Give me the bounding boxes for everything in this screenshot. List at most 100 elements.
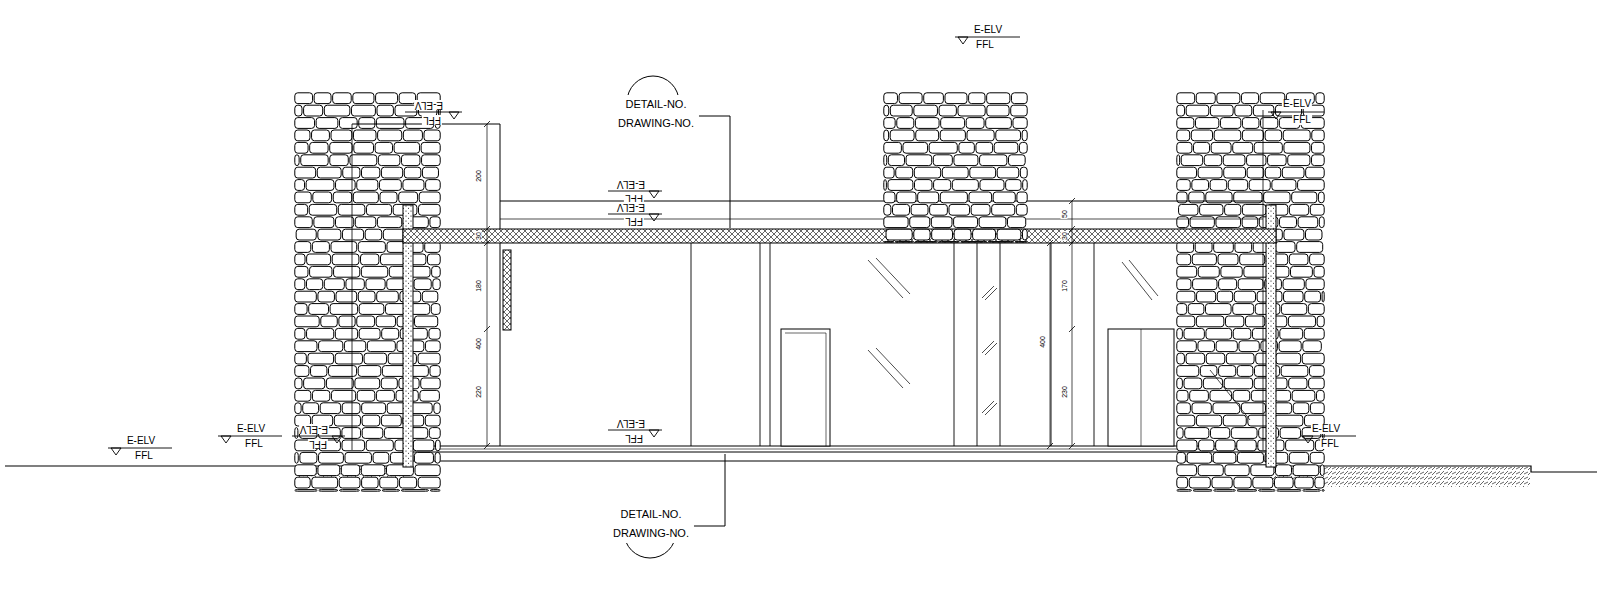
stone-block xyxy=(1198,465,1223,476)
dimension-value: 30 xyxy=(1061,231,1068,241)
stone-block xyxy=(403,130,422,141)
stone-block xyxy=(1177,465,1197,476)
stone-block xyxy=(295,180,305,191)
stone-block xyxy=(1177,316,1195,327)
stone-block xyxy=(427,254,440,265)
stone-block xyxy=(365,229,382,240)
stone-block xyxy=(886,229,912,240)
stone-block xyxy=(295,378,302,389)
stone-block xyxy=(295,142,308,153)
stone-block xyxy=(914,105,938,116)
stone-block xyxy=(399,192,418,203)
stone-block xyxy=(1242,204,1266,215)
stone-block xyxy=(973,229,996,240)
window-mullion xyxy=(1051,243,1052,446)
stone-block xyxy=(1197,291,1216,302)
stone-block xyxy=(303,403,319,414)
stone-block xyxy=(1177,490,1192,492)
stone-block xyxy=(320,403,340,414)
stone-block xyxy=(890,105,912,116)
stone-block xyxy=(344,341,365,352)
stone-block xyxy=(295,192,311,203)
stone-block xyxy=(1225,465,1249,476)
stone-block xyxy=(295,366,309,377)
stone-block xyxy=(1221,266,1242,277)
stone-block xyxy=(295,279,305,290)
level-tag: E-ELV xyxy=(126,436,156,446)
glass-reflection xyxy=(982,286,994,298)
stone-block xyxy=(1224,167,1246,178)
stone-block xyxy=(341,465,359,476)
stone-block xyxy=(1272,180,1296,191)
stone-block xyxy=(884,155,887,166)
stone-block xyxy=(378,155,400,166)
stone-block xyxy=(430,490,440,492)
stone-block xyxy=(884,192,895,203)
stone-block xyxy=(353,130,376,141)
leader-line xyxy=(699,116,730,228)
stone-block xyxy=(939,241,960,243)
dimension-value: 200 xyxy=(475,169,482,183)
stone-block xyxy=(309,304,329,315)
glass-reflection xyxy=(1129,260,1158,296)
stone-block xyxy=(1318,192,1324,203)
stone-block xyxy=(411,304,430,315)
stone-block xyxy=(1177,180,1190,191)
stone-block xyxy=(1214,490,1236,492)
dimension-value: 50 xyxy=(1061,209,1068,219)
stone-block xyxy=(1265,167,1280,178)
stone-block xyxy=(339,316,355,327)
stone-block xyxy=(1316,390,1324,401)
stone-block xyxy=(1223,155,1245,166)
stone-block xyxy=(1309,366,1324,377)
stone-block xyxy=(361,465,385,476)
detail-callout: DETAIL-NO.DRAWING-NO. xyxy=(615,95,697,133)
stone-block xyxy=(1228,180,1247,191)
stone-block xyxy=(376,93,398,104)
stone-block xyxy=(309,204,336,215)
stone-block xyxy=(971,204,990,215)
stone-block xyxy=(1181,155,1202,166)
stone-block xyxy=(375,142,392,153)
stone-block xyxy=(1200,366,1217,377)
stone-block xyxy=(1242,118,1259,129)
stone-block xyxy=(1276,465,1292,476)
stone-block xyxy=(367,341,395,352)
stone-block xyxy=(1017,192,1027,203)
floor-line xyxy=(403,449,1276,450)
stone-block xyxy=(362,428,383,439)
stone-block xyxy=(897,118,914,129)
glass-reflection xyxy=(985,343,997,355)
stone-block xyxy=(914,229,930,240)
stone-block xyxy=(355,378,380,389)
stone-block xyxy=(310,266,332,277)
stone-block xyxy=(1206,328,1232,339)
stone-block xyxy=(1009,155,1026,166)
stone-block xyxy=(418,477,440,488)
glass-reflection xyxy=(1122,262,1152,300)
stone-block xyxy=(897,192,916,203)
stone-block xyxy=(350,155,377,166)
stone-block xyxy=(422,291,438,302)
stone-block xyxy=(310,142,328,153)
parapet-top-line xyxy=(500,201,1263,202)
stone-block xyxy=(1226,353,1254,364)
stone-block xyxy=(376,390,394,401)
stone-block xyxy=(359,328,380,339)
stone-block xyxy=(1312,142,1325,153)
window-mullion xyxy=(954,243,955,446)
stone-block xyxy=(903,142,928,153)
stone-block xyxy=(966,118,984,129)
stone-block xyxy=(312,242,329,253)
stone-block xyxy=(317,167,341,178)
stone-block xyxy=(1281,304,1306,315)
stone-block xyxy=(421,378,440,389)
stone-block xyxy=(314,93,331,104)
stone-block xyxy=(376,118,404,129)
callout-text: DRAWING-NO. xyxy=(612,524,690,543)
stone-block xyxy=(1234,477,1251,488)
stone-block xyxy=(910,217,930,228)
stone-block xyxy=(1177,291,1195,302)
stone-block xyxy=(1322,490,1324,492)
